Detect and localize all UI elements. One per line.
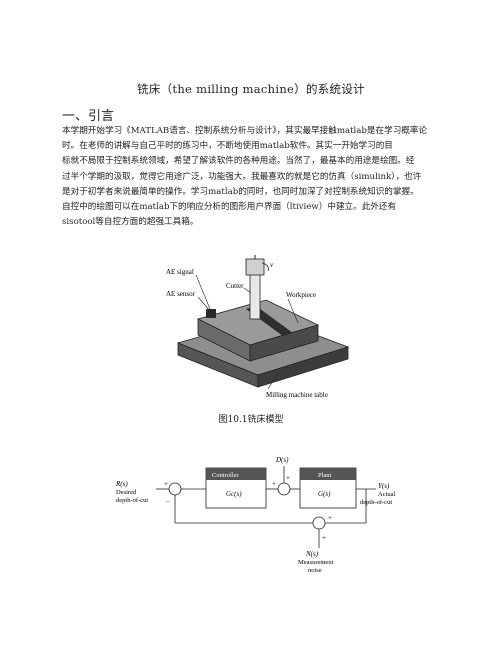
noise-label-2: noise xyxy=(308,567,322,574)
actual-label-2: depth-of-cut xyxy=(360,499,392,506)
plus-sign: + xyxy=(272,480,276,488)
controller-label: Controller xyxy=(212,472,240,479)
g-label: G(s) xyxy=(318,490,331,498)
y-label: Y(s) xyxy=(378,482,390,490)
ae-signal-label: AE signal xyxy=(166,268,194,276)
paragraph-line: 标就不局限于控制系统领域，希望了解该软件的各种用途。当然了，最基本的用途是绘图。… xyxy=(62,156,415,167)
desired-label-2: depth-of-cut xyxy=(116,497,148,504)
paragraph-line: 时。在老师的讲解与自己平时的练习中，不断地使用matlab软件。其实一开始学习的… xyxy=(62,141,393,152)
ae-sensor-block xyxy=(206,309,216,318)
paragraph-line: 自控中的绘图可以在matlab下的响应分析的图形用户界面（ltiview）中建立… xyxy=(62,202,397,213)
minus-sign: − xyxy=(166,498,170,506)
block-diagram: R(s) Desired depth-of-cut Controller Gc(… xyxy=(115,456,396,574)
ae-sensor-label: AE sensor xyxy=(166,290,196,298)
summing-junction xyxy=(168,482,182,496)
paragraph-line: 是对于初学者来说最简单的操作。学习matlab的同时，也同时加深了对控制系统知识… xyxy=(62,186,419,197)
disturbance-junction xyxy=(277,482,291,496)
plus-sign: + xyxy=(164,480,168,488)
cutter-shaft xyxy=(249,272,261,320)
v-label: v xyxy=(270,261,274,269)
r-label: R(s) xyxy=(115,480,128,488)
table-side xyxy=(257,346,349,388)
workpiece-side xyxy=(249,324,319,362)
document-title: 铣床（the milling machine）的系统设计 xyxy=(137,82,365,96)
paragraph-line: 本学期开始学习《MATLAB语言、控制系统分析与设计》，其实最早接触matlab… xyxy=(62,126,428,136)
figure1-caption: 图10.1铣床模型 xyxy=(218,415,284,425)
section-heading: 一、引言 xyxy=(62,109,115,124)
table-label: Milling machine table xyxy=(266,391,328,399)
controller-header xyxy=(206,468,266,480)
paragraph-line: sisotool等自控方面的超强工具箱。 xyxy=(62,217,199,228)
milling-machine-figure: AE signal AE sensor Cutter v Workpiece M… xyxy=(166,255,350,399)
rotation-arrow-icon xyxy=(261,262,269,272)
actual-label: Actual xyxy=(378,491,396,498)
plus-sign: + xyxy=(286,474,290,482)
cutter-label: Cutter xyxy=(226,282,244,290)
plus-sign: + xyxy=(322,534,326,542)
cutter-holder xyxy=(245,258,265,276)
intro-paragraph: 本学期开始学习《MATLAB语言、控制系统分析与设计》，其实最早接触matlab… xyxy=(62,124,442,230)
workpiece-label: Workpiece xyxy=(286,291,316,299)
noise-label: Measurement xyxy=(298,559,334,566)
d-label: D(s) xyxy=(275,456,289,464)
paragraph-line: 过半个学期的汲取，觉得它用途广泛，功能强大。我最喜欢的就是它的仿真（simuli… xyxy=(62,171,422,182)
noise-junction xyxy=(312,516,326,530)
plant-label: Plant xyxy=(318,472,332,479)
plus-sign: + xyxy=(328,514,332,522)
desired-label: Desired xyxy=(116,489,137,496)
n-label: N(s) xyxy=(305,550,319,558)
plant-header xyxy=(300,468,356,480)
gc-label: Gc(s) xyxy=(226,490,242,498)
